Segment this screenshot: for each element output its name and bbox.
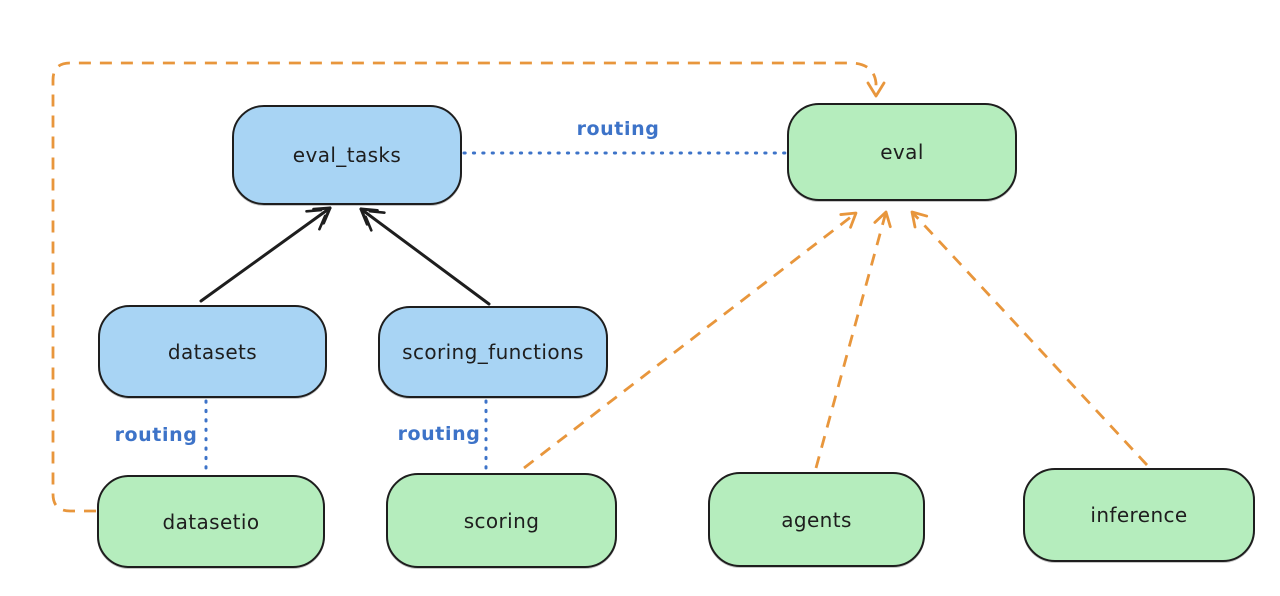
edge-label-routing-eval-tasks-eval: routing: [576, 118, 660, 140]
node-scoring[interactable]: scoring: [386, 473, 617, 568]
node-datasetio-label: datasetio: [162, 509, 260, 534]
edge-agents-to-eval: [814, 210, 892, 469]
node-eval-label: eval: [880, 140, 924, 164]
edge-scoring-functions-to-eval-tasks: [359, 207, 491, 306]
node-scoring-functions-label: scoring_functions: [402, 340, 584, 364]
edge-inference-to-eval: [910, 210, 1149, 466]
node-inference-label: inference: [1090, 503, 1188, 527]
node-inference[interactable]: inference: [1023, 468, 1255, 562]
edge-label-routing-scoring-functions-scoring: routing: [397, 423, 481, 445]
node-datasets[interactable]: datasets: [98, 305, 327, 398]
edge-datasets-to-eval-tasks: [199, 206, 332, 303]
node-agents[interactable]: agents: [708, 472, 925, 567]
edge-label-routing-datasets-datasetio: routing: [114, 424, 198, 446]
node-eval-tasks[interactable]: eval_tasks: [232, 105, 462, 205]
node-scoring-label: scoring: [463, 508, 540, 533]
node-datasetio[interactable]: datasetio: [97, 475, 325, 568]
node-datasets-label: datasets: [167, 339, 258, 364]
node-scoring-functions[interactable]: scoring_functions: [378, 306, 608, 398]
node-eval[interactable]: eval: [787, 103, 1017, 201]
node-eval-tasks-label: eval_tasks: [292, 143, 402, 167]
node-agents-label: agents: [781, 507, 852, 532]
